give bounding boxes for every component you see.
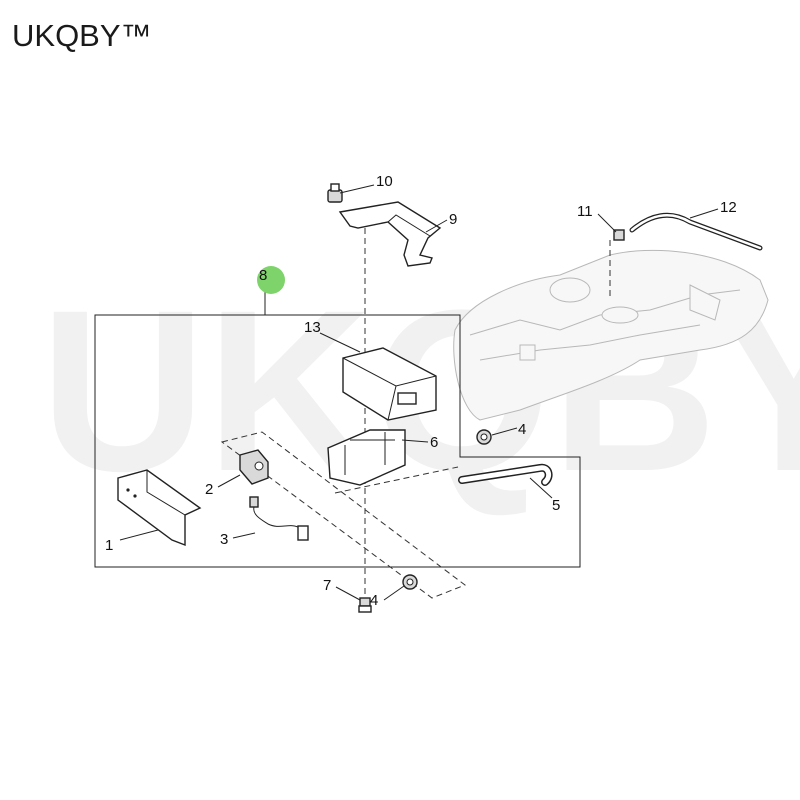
callout-5: 5 xyxy=(552,497,560,514)
part-12-tube xyxy=(629,212,763,251)
fuel-tank xyxy=(453,249,769,421)
callout-13: 13 xyxy=(304,319,321,336)
callout-6: 6 xyxy=(430,434,438,451)
assembly-frame xyxy=(94,314,581,568)
part-11-clip xyxy=(613,229,625,241)
part-3-harness xyxy=(249,496,309,541)
callout-7: 7 xyxy=(323,577,331,594)
callout-11: 11 xyxy=(577,203,593,220)
part-6-bracket xyxy=(327,429,406,486)
part-13-canister xyxy=(342,347,437,421)
callout-8: 8 xyxy=(259,267,267,284)
dashed-line-6 xyxy=(334,466,459,494)
dashed-group-2-3 xyxy=(220,431,467,599)
part-9-bracket xyxy=(338,201,442,267)
part-1-shield xyxy=(117,469,202,547)
part-5-hose xyxy=(458,463,553,486)
part-7-bolt xyxy=(358,597,372,613)
part-4-grommet-upper xyxy=(476,429,492,445)
callout-1: 1 xyxy=(105,537,113,554)
highlight-circle-8 xyxy=(257,266,285,294)
callout-9: 9 xyxy=(449,211,457,228)
brand-logo-text: UKQBY™ xyxy=(12,18,152,53)
callout-10: 10 xyxy=(376,173,393,190)
callout-12: 12 xyxy=(720,199,737,216)
part-10-nut xyxy=(327,183,343,203)
leader-lines xyxy=(119,184,719,601)
callout-3: 3 xyxy=(220,531,228,548)
part-2-sensor xyxy=(239,449,269,485)
callout-2: 2 xyxy=(205,481,213,498)
part-4-grommet-lower xyxy=(402,574,418,590)
callout-4-lower: 4 xyxy=(370,592,378,609)
callout-4-upper: 4 xyxy=(518,421,526,438)
